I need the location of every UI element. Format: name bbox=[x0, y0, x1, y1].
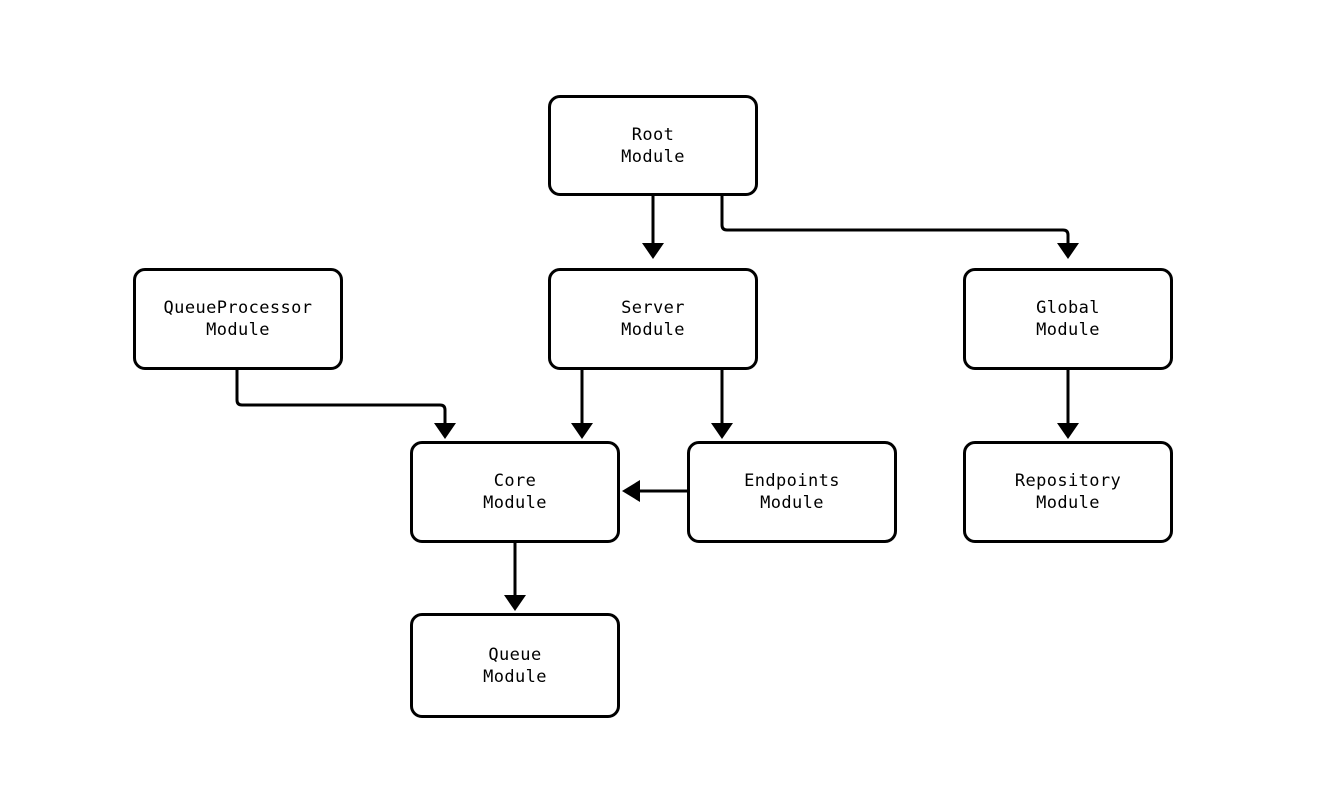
edge-core-to-queue bbox=[504, 543, 526, 611]
edge-endpoints-to-core bbox=[622, 480, 687, 502]
node-server[interactable]: Server Module bbox=[548, 268, 758, 370]
node-repository[interactable]: Repository Module bbox=[963, 441, 1173, 543]
node-queue[interactable]: Queue Module bbox=[410, 613, 620, 718]
node-queue-label: Queue Module bbox=[483, 644, 547, 687]
node-core-label: Core Module bbox=[483, 471, 547, 513]
node-core[interactable]: Core Module bbox=[410, 441, 620, 543]
edge-server-to-core bbox=[571, 370, 593, 439]
node-endpoints-label: Endpoints Module bbox=[744, 471, 840, 513]
node-global[interactable]: Global Module bbox=[963, 268, 1173, 370]
edge-root-to-server bbox=[642, 196, 664, 259]
edge-queueprocessor-to-core bbox=[235, 370, 456, 439]
edge-global-to-repository bbox=[1057, 370, 1079, 439]
node-endpoints[interactable]: Endpoints Module bbox=[687, 441, 897, 543]
node-root[interactable]: Root Module bbox=[548, 95, 758, 196]
node-queueprocessor-label: QueueProcessor Module bbox=[163, 298, 313, 340]
edge-root-to-global bbox=[720, 196, 1079, 259]
node-server-label: Server Module bbox=[621, 298, 685, 340]
node-global-label: Global Module bbox=[1036, 298, 1100, 340]
node-root-label: Root Module bbox=[621, 124, 685, 167]
edge-server-to-endpoints bbox=[711, 370, 733, 439]
node-repository-label: Repository Module bbox=[1014, 471, 1122, 513]
node-queueprocessor[interactable]: QueueProcessor Module bbox=[133, 268, 343, 370]
